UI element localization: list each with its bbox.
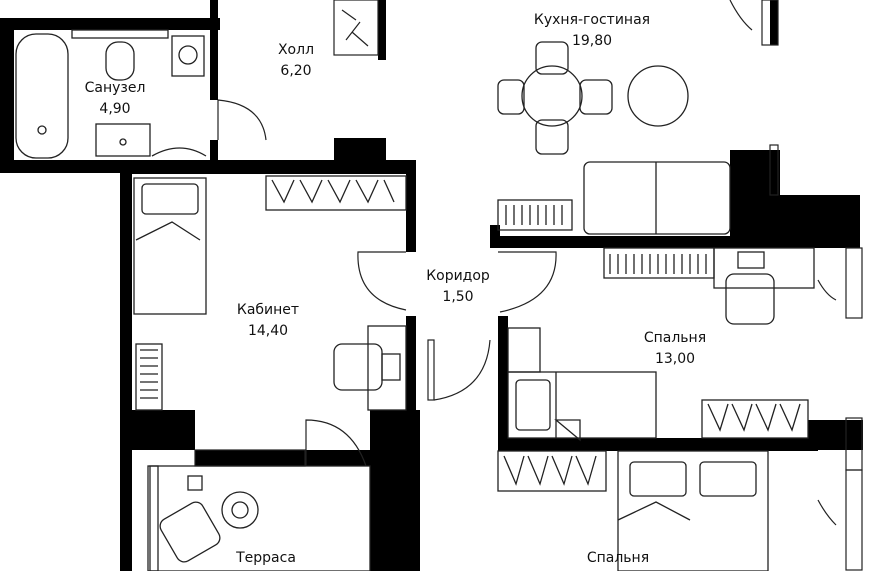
washing-machine (171, 35, 205, 77)
room-area: 6,20 (280, 63, 312, 79)
room-name: Коридор (426, 268, 490, 284)
room-name: Спальня (643, 330, 707, 346)
room-label-terrace: Терраса (236, 548, 296, 569)
room-label-bedroom: Спальня 13,00 (644, 328, 706, 370)
room-label-kitchen: Кухня-гостиная 19,80 (534, 10, 650, 52)
terrace-furniture (147, 465, 371, 571)
wardrobe (265, 175, 407, 211)
bathtub (15, 33, 69, 159)
bedroom-wardrobe (701, 399, 809, 439)
walls (0, 0, 863, 571)
side-table (627, 65, 689, 127)
toilet (105, 41, 135, 81)
terrace-table (221, 491, 259, 529)
windows (194, 0, 863, 571)
room-label-office: Кабинет 14,40 (237, 300, 299, 342)
terrace-chair (159, 501, 221, 563)
sofa (583, 161, 731, 235)
room-label-bedroom-2: Спальня (587, 548, 649, 569)
hall-fixtures (333, 0, 379, 56)
room-area: 19,80 (571, 33, 613, 49)
bedroom2-furniture (497, 450, 769, 571)
room-area: 13,00 (654, 351, 696, 367)
room-name: Кухня-гостиная (533, 12, 651, 28)
room-area: 1,50 (442, 289, 474, 305)
kitchen-furniture (497, 41, 731, 235)
bed (133, 177, 207, 315)
bedroom-chair (725, 273, 775, 325)
room-name: Санузел (84, 80, 146, 96)
bedroom-furniture (507, 247, 815, 442)
bedroom-desk (713, 247, 815, 289)
doors (217, 0, 837, 526)
room-label-bathroom: Санузел 4,90 (85, 78, 146, 120)
room-name: Спальня (586, 550, 650, 566)
room-area: 14,40 (247, 323, 289, 339)
dining-table-round (521, 65, 583, 127)
room-label-corridor: Коридор 1,50 (426, 266, 490, 308)
room-name: Холл (277, 42, 315, 58)
room-name: Кабинет (236, 302, 300, 318)
room-area: 4,90 (99, 101, 131, 117)
bedroom2-bed (617, 450, 769, 571)
bedroom-bed (507, 371, 657, 439)
desk (367, 325, 407, 411)
bathroom-fixtures (15, 29, 207, 159)
sink (95, 123, 151, 157)
room-name: Терраса (236, 550, 296, 566)
room-label-hall: Холл 6,20 (278, 40, 314, 82)
office-chair (333, 343, 383, 391)
office-furniture (133, 175, 407, 411)
